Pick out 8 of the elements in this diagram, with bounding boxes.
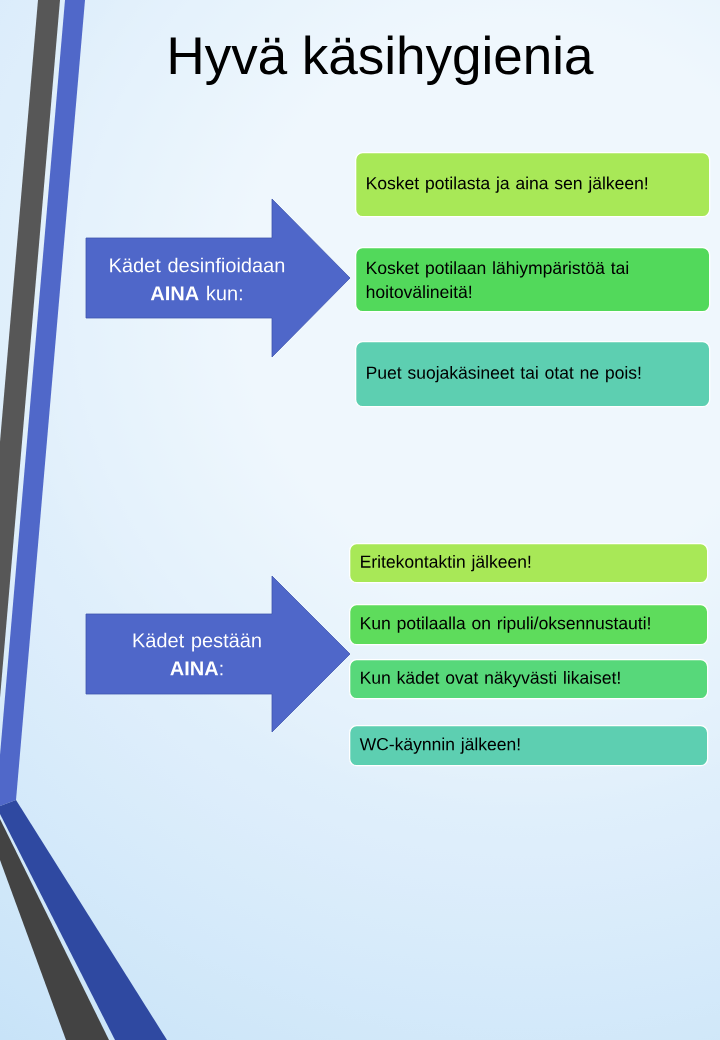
rounded-box: Eritekontaktin jälkeen! [349, 543, 709, 584]
rounded-box: Kun kädet ovat näkyvästi likaiset! [349, 659, 709, 700]
rounded-box: WC-käynnin jälkeen! [349, 725, 709, 767]
rounded-box: Kun potilaalla on ripuli/oksennustauti! [349, 604, 709, 646]
rounded-box: Puet suojakäsineet tai otat ne pois! [355, 341, 711, 408]
title: Hyvä käsihygienia [170, 35, 594, 85]
rounded-box: Kosket potilasta ja aina sen jälkeen! [355, 152, 711, 218]
rounded-box: Kosket potilaan lähiympäristöä tai hoitovälineitä! [355, 247, 711, 313]
